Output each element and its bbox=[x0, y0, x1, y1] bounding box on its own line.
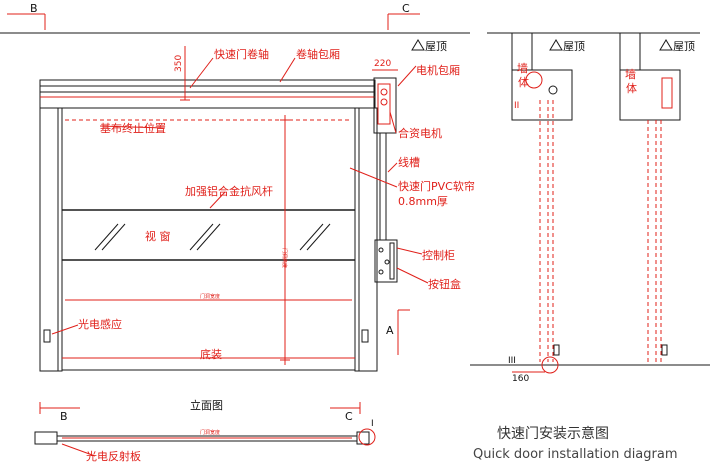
label-pvc-thickness: 0.8mm厚 bbox=[398, 195, 448, 208]
section-marker-iii: III bbox=[508, 356, 516, 366]
width-dimension-label: 门洞宽度 bbox=[200, 293, 220, 300]
roller-box bbox=[39, 79, 376, 109]
detail-iii-circle bbox=[541, 356, 559, 374]
control-box bbox=[374, 239, 398, 283]
label-roller-cover: 卷轴包厢 bbox=[296, 47, 340, 61]
front-elevation: A 350 220 门洞宽度 门洞高度 快速门卷轴 卷轴包厢 电机包厢 基布终止… bbox=[39, 46, 475, 372]
section-marker-ii: II bbox=[514, 101, 519, 111]
label-photo-sensor: 光电感应 bbox=[78, 317, 122, 331]
dim-220: 220 bbox=[374, 59, 391, 69]
label-curtain-stop-position: 基布终止位置 bbox=[100, 121, 166, 135]
curtain-frame bbox=[61, 107, 356, 371]
label-control-box: 控制柜 bbox=[422, 248, 455, 262]
window-glass-marks bbox=[94, 223, 331, 251]
side-section-right: 屋顶 墙 体 bbox=[600, 33, 710, 366]
leader-lines bbox=[51, 57, 429, 335]
section-marker-b-plan: B bbox=[60, 410, 68, 423]
detail-i-circle bbox=[358, 428, 376, 446]
label-window: 视 窗 bbox=[145, 229, 171, 243]
plan-view-title: 立面图 bbox=[190, 398, 223, 412]
photo-sensor-right bbox=[361, 329, 369, 343]
section-marker-a: A bbox=[386, 324, 394, 337]
label-alloy-motor: 合资电机 bbox=[398, 126, 442, 140]
label-fast-door-roller: 快速门卷轴 bbox=[214, 47, 269, 61]
right-column bbox=[354, 107, 378, 372]
label-wall-3: 墙 bbox=[625, 67, 636, 81]
section-marker-i: I bbox=[371, 419, 374, 429]
section-line-top: B C bbox=[0, 2, 470, 34]
label-button-box: 按钮盒 bbox=[428, 277, 461, 291]
plan-width-label: 门洞宽度 bbox=[200, 429, 220, 436]
label-motor-cover: 电机包厢 bbox=[416, 63, 460, 77]
label-roof-right: 屋顶 bbox=[673, 40, 695, 53]
section-marker-c-top: C bbox=[402, 2, 410, 15]
height-dimension-label: 门洞高度 bbox=[281, 248, 288, 268]
side-roller-box bbox=[511, 69, 573, 121]
label-track: 线槽 bbox=[398, 155, 420, 169]
photo-sensor-left bbox=[43, 329, 51, 343]
label-pvc-curtain: 快速门PVC软帘 bbox=[398, 179, 475, 193]
plan-left-post bbox=[34, 431, 58, 445]
motor-cover bbox=[373, 77, 397, 134]
label-wind-bar: 加强铝合金抗风杆 bbox=[185, 184, 273, 198]
dim-350: 350 bbox=[174, 55, 184, 72]
caption-en: Quick door installation diagram bbox=[473, 447, 678, 462]
label-floor: 底装 bbox=[200, 347, 222, 361]
label-roof-left: 屋顶 bbox=[425, 40, 447, 53]
detail-ii-circle bbox=[525, 71, 543, 89]
side-section-middle: 屋顶 屋顶 墙 体 II III 160 bbox=[411, 32, 700, 384]
label-reflector: 光电反射板 bbox=[86, 449, 141, 463]
section-marker-c-plan: C bbox=[345, 410, 353, 423]
plan-view: B C 立面图 门洞宽度 I 光电反射板 bbox=[34, 398, 376, 463]
label-roof-mid: 屋顶 bbox=[563, 40, 585, 53]
caption-zh: 快速门安装示意图 bbox=[497, 425, 609, 442]
section-marker-b-top: B bbox=[30, 2, 38, 15]
side-motor-box bbox=[619, 69, 681, 121]
label-wall-2: 体 bbox=[518, 75, 529, 89]
dim-160: 160 bbox=[512, 374, 529, 384]
label-wall-1: 墙 bbox=[517, 61, 528, 75]
label-wall-4: 体 bbox=[626, 81, 637, 95]
